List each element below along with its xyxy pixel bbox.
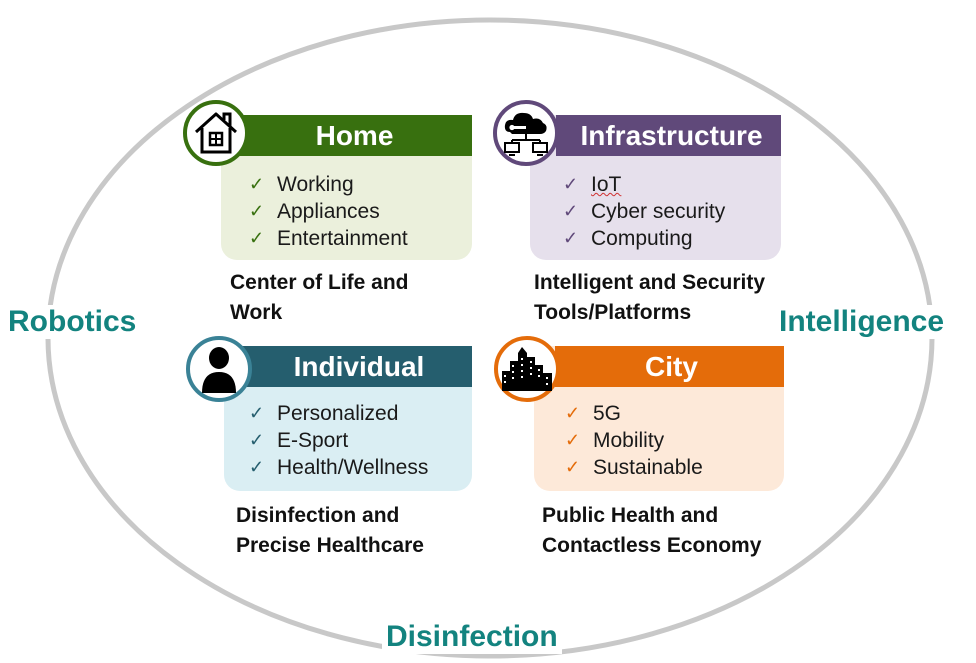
- person-icon: [202, 347, 236, 393]
- list-item: ✓ Computing: [563, 225, 725, 252]
- city-icon-badge: [494, 336, 560, 402]
- city-list: ✓ 5G ✓ Mobility ✓ Sustainable: [565, 400, 703, 481]
- caption-line: Tools/Platforms: [534, 301, 692, 324]
- list-item: ✓ IoT: [563, 171, 725, 198]
- list-item: ✓ E-Sport: [249, 427, 428, 454]
- check-icon: ✓: [249, 174, 265, 194]
- caption-line: Intelligent and Security: [534, 271, 766, 294]
- caption-line: Public Health and: [542, 504, 719, 527]
- check-icon: ✓: [249, 457, 265, 477]
- infrastructure-title: Infrastructure: [580, 119, 763, 151]
- individual-title: Individual: [293, 350, 425, 382]
- list-item: ✓ Cyber security: [563, 198, 725, 225]
- city-title: City: [645, 350, 698, 382]
- infrastructure-caption: Intelligent and Security Tools/Platforms: [534, 268, 765, 328]
- intelligence-label: Intelligence: [777, 305, 947, 339]
- individual-caption: Disinfection and Precise Healthcare: [236, 501, 424, 561]
- check-icon: ✓: [249, 228, 265, 248]
- caption-line: Work: [230, 301, 283, 324]
- check-icon: ✓: [249, 201, 265, 221]
- list-item-label: Working: [277, 173, 354, 196]
- infrastructure-list: ✓ IoT ✓ Cyber security ✓ Computing: [563, 171, 725, 252]
- check-icon: ✓: [565, 457, 581, 477]
- list-item: ✓ Working: [249, 171, 408, 198]
- list-item: ✓ 5G: [565, 400, 703, 427]
- house-icon: [194, 112, 238, 154]
- list-item-label: Cyber security: [591, 200, 726, 223]
- cloud-network-icon: [504, 112, 548, 156]
- list-item-label: Appliances: [277, 200, 380, 223]
- list-item: ✓ Health/Wellness: [249, 454, 428, 481]
- home-list: ✓ Working ✓ Appliances ✓ Entertainment: [249, 171, 408, 252]
- city-caption: Public Health and Contactless Economy: [542, 501, 761, 561]
- check-icon: ✓: [565, 403, 581, 423]
- individual-list: ✓ Personalized ✓ E-Sport ✓ Health/Wellness: [249, 400, 428, 481]
- city-header: City: [555, 346, 784, 387]
- list-item-label: IoT: [591, 173, 622, 196]
- list-item-label: Health/Wellness: [277, 456, 429, 479]
- list-item-label: 5G: [593, 402, 622, 425]
- home-icon-badge: [183, 100, 249, 166]
- list-item-label: E-Sport: [277, 429, 349, 452]
- list-item: ✓ Mobility: [565, 427, 703, 454]
- list-item-label: Personalized: [277, 402, 399, 425]
- check-icon: ✓: [563, 201, 579, 221]
- disinfection-label: Disinfection: [382, 620, 562, 654]
- list-item: ✓ Entertainment: [249, 225, 408, 252]
- robotics-label: Robotics: [6, 305, 139, 339]
- list-item-label: Sustainable: [593, 456, 703, 479]
- home-title: Home: [315, 119, 394, 151]
- city-skyline-icon: [502, 347, 552, 391]
- individual-header: Individual: [238, 346, 472, 387]
- check-icon: ✓: [565, 430, 581, 450]
- individual-icon-badge: [186, 336, 252, 402]
- caption-line: Center of Life and: [230, 271, 409, 294]
- infrastructure-header: Infrastructure: [556, 115, 781, 156]
- check-icon: ✓: [563, 174, 579, 194]
- check-icon: ✓: [249, 430, 265, 450]
- list-item-label: Mobility: [593, 429, 665, 452]
- caption-line: Precise Healthcare: [236, 534, 424, 557]
- list-item-label: Entertainment: [277, 227, 408, 250]
- home-caption: Center of Life and Work: [230, 268, 409, 328]
- list-item-label: Computing: [591, 227, 693, 250]
- caption-line: Contactless Economy: [542, 534, 762, 557]
- list-item: ✓ Appliances: [249, 198, 408, 225]
- caption-line: Disinfection and: [236, 504, 400, 527]
- infrastructure-icon-badge: [493, 100, 559, 166]
- check-icon: ✓: [563, 228, 579, 248]
- check-icon: ✓: [249, 403, 265, 423]
- list-item: ✓ Personalized: [249, 400, 428, 427]
- list-item: ✓ Sustainable: [565, 454, 703, 481]
- home-header: Home: [233, 115, 472, 156]
